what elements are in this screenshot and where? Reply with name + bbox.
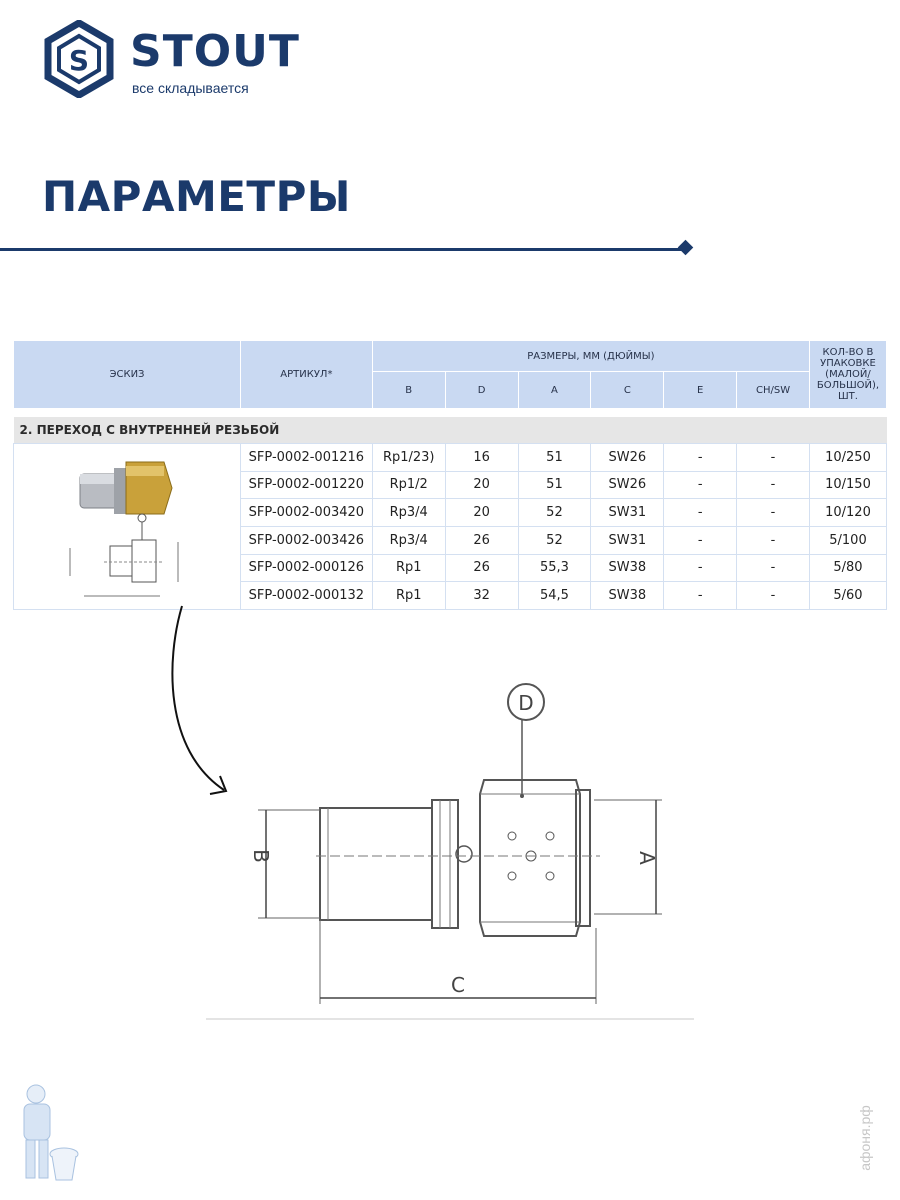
curved-arrow-icon xyxy=(171,605,228,795)
page-title: ПАРАМЕТРЫ xyxy=(42,172,351,221)
cell-a: 51 xyxy=(517,443,592,472)
header-col-a: A xyxy=(517,371,592,409)
bottom-divider xyxy=(206,1018,694,1020)
plumber-mascot-icon xyxy=(23,1084,79,1181)
cell-a: 55,3 xyxy=(517,553,592,583)
table-row: SFP-0002-000132 Rp1 32 54,5 SW38 - - 5/6… xyxy=(14,581,888,610)
label-a: A xyxy=(635,851,659,865)
cell-a: 52 xyxy=(517,498,592,527)
divider-diamond-icon xyxy=(677,239,694,256)
header-sketch: ЭСКИЗ xyxy=(13,340,241,409)
stout-logo-icon: S xyxy=(44,20,114,98)
parameters-table: ЭСКИЗ АРТИКУЛ* РАЗМЕРЫ, ММ (ДЮЙМЫ) КОЛ-В… xyxy=(13,340,888,610)
brand-logo: S STOUT все складывается xyxy=(44,20,299,100)
label-c: C xyxy=(451,973,465,997)
label-b: B xyxy=(249,849,273,863)
cell-d: 26 xyxy=(444,553,519,583)
cell-e: - xyxy=(663,498,738,527)
title-divider xyxy=(0,248,686,251)
cell-c: SW31 xyxy=(590,498,665,527)
table-row: SFP-0002-001216 Rp1/23) 16 51 SW26 - - 1… xyxy=(13,443,888,610)
cell-b: Rp1/23) xyxy=(371,443,446,472)
cell-e: - xyxy=(663,553,738,583)
cell-pack: 10/120 xyxy=(808,498,888,527)
header-col-d: D xyxy=(444,371,519,409)
cell-chsw: - xyxy=(736,498,810,527)
cell-d: 20 xyxy=(444,498,519,527)
header-col-e: E xyxy=(663,371,738,409)
cell-article: SFP-0002-001216 xyxy=(239,443,373,472)
cell-b: Rp1 xyxy=(371,581,446,610)
cell-pack: 10/250 xyxy=(808,443,888,472)
cell-chsw: - xyxy=(736,581,810,610)
header-col-chsw: CH/SW xyxy=(736,371,810,409)
cell-pack: 5/80 xyxy=(808,553,888,583)
cell-pack: 5/100 xyxy=(808,525,888,555)
cell-chsw: - xyxy=(736,553,810,583)
sketch-cell xyxy=(13,443,241,610)
watermark: афоня.рф xyxy=(857,1090,892,1190)
cell-d: 26 xyxy=(444,525,519,555)
cell-article: SFP-0002-000126 xyxy=(239,553,373,583)
cell-article: SFP-0002-000132 xyxy=(239,581,373,610)
brand-slogan: все складывается xyxy=(132,80,249,96)
cell-c: SW31 xyxy=(590,525,665,555)
cell-b: Rp1 xyxy=(371,553,446,583)
cell-e: - xyxy=(663,581,738,610)
svg-text:S: S xyxy=(69,44,89,77)
cell-a: 54,5 xyxy=(517,581,592,610)
cell-pack: 10/150 xyxy=(808,470,888,500)
watermark-text: афоня.рф xyxy=(856,1105,873,1171)
cell-e: - xyxy=(663,525,738,555)
cell-d: 32 xyxy=(444,581,519,610)
header-col-c: C xyxy=(590,371,665,409)
cell-chsw: - xyxy=(736,443,810,472)
table-row: SFP-0002-003420 Rp3/4 20 52 SW31 - - 10/… xyxy=(14,498,888,527)
cell-c: SW38 xyxy=(590,581,665,610)
cell-chsw: - xyxy=(736,525,810,555)
cell-article: SFP-0002-003426 xyxy=(239,525,373,555)
section-title: 2. ПЕРЕХОД С ВНУТРЕННЕЙ РЕЗЬБОЙ xyxy=(13,417,887,444)
cell-e: - xyxy=(663,443,738,472)
brand-name: STOUT xyxy=(130,26,300,77)
cell-d: 16 xyxy=(444,443,519,472)
technical-drawing: D B A C xyxy=(249,683,662,1004)
cell-e: - xyxy=(663,470,738,500)
cell-a: 51 xyxy=(517,470,592,500)
fitting-sketch-image xyxy=(69,461,179,597)
table-row: SFP-0002-000126 Rp1 26 55,3 SW38 - - 5/8… xyxy=(14,553,888,583)
table-row: SFP-0002-003426 Rp3/4 26 52 SW31 - - 5/1… xyxy=(14,525,888,555)
table-row: SFP-0002-001220 Rp1/2 20 51 SW26 - - 10/… xyxy=(14,470,888,500)
label-d: D xyxy=(518,691,533,715)
cell-d: 20 xyxy=(444,470,519,500)
cell-c: SW26 xyxy=(590,443,665,472)
cell-b: Rp3/4 xyxy=(371,498,446,527)
header-package: КОЛ-ВО В УПАКОВКЕ (МАЛОЙ/ БОЛЬШОЙ), ШТ. xyxy=(808,340,888,409)
header-dimensions: РАЗМЕРЫ, ММ (ДЮЙМЫ) xyxy=(371,340,810,372)
cell-a: 52 xyxy=(517,525,592,555)
cell-pack: 5/60 xyxy=(808,581,888,610)
cell-c: SW26 xyxy=(590,470,665,500)
header-article: АРТИКУЛ* xyxy=(239,340,373,409)
cell-article: SFP-0002-001220 xyxy=(239,470,373,500)
header-col-b: B xyxy=(371,371,446,409)
cell-chsw: - xyxy=(736,470,810,500)
cell-b: Rp3/4 xyxy=(371,525,446,555)
cell-c: SW38 xyxy=(590,553,665,583)
cell-article: SFP-0002-003420 xyxy=(239,498,373,527)
cell-b: Rp1/2 xyxy=(371,470,446,500)
